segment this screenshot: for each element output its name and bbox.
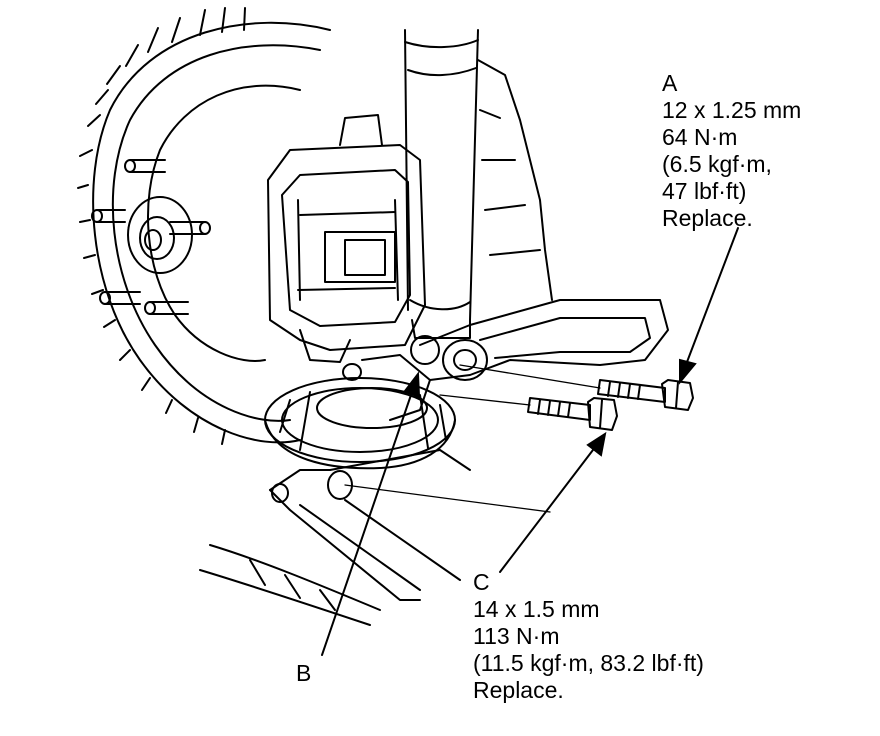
callout-c-torque-alt: (11.5 kgf·m, 83.2 lbf·ft) (473, 650, 704, 676)
bolt-a (597, 379, 694, 411)
knuckle (342, 354, 431, 421)
wheel-hub (91, 159, 211, 315)
callout-c-torque: 113 N·m (473, 623, 560, 649)
leader-arrow-a (679, 227, 739, 385)
callout-b-letter: B (296, 660, 312, 686)
callout-a-torque: 64 N·m (662, 124, 738, 150)
callout-a: A 12 x 1.25 mm 64 N·m (6.5 kgf·m, 47 lbf… (662, 70, 801, 232)
callout-c-letter: C (473, 569, 490, 595)
brake-disc (77, 7, 331, 445)
lower-arm (199, 449, 471, 626)
shock-absorber (404, 29, 553, 339)
callout-a-torque-alt-2: 47 lbf·ft) (662, 178, 747, 204)
brake-caliper (267, 114, 426, 363)
control-arm (410, 299, 669, 381)
callout-a-torque-alt-1: (6.5 kgf·m, (662, 151, 772, 177)
leader-arrow-b (321, 371, 421, 656)
callout-a-note: Replace. (662, 205, 753, 231)
leader-arrow-c (499, 431, 607, 573)
spring-seat (264, 377, 456, 470)
callout-c-size: 14 x 1.5 mm (473, 596, 600, 622)
callout-c: C 14 x 1.5 mm 113 N·m (11.5 kgf·m, 83.2 … (473, 569, 704, 704)
callout-c-note: Replace. (473, 677, 564, 703)
bolt-c (527, 397, 618, 431)
callout-a-size: 12 x 1.25 mm (662, 97, 802, 123)
callout-a-letter: A (662, 70, 678, 96)
